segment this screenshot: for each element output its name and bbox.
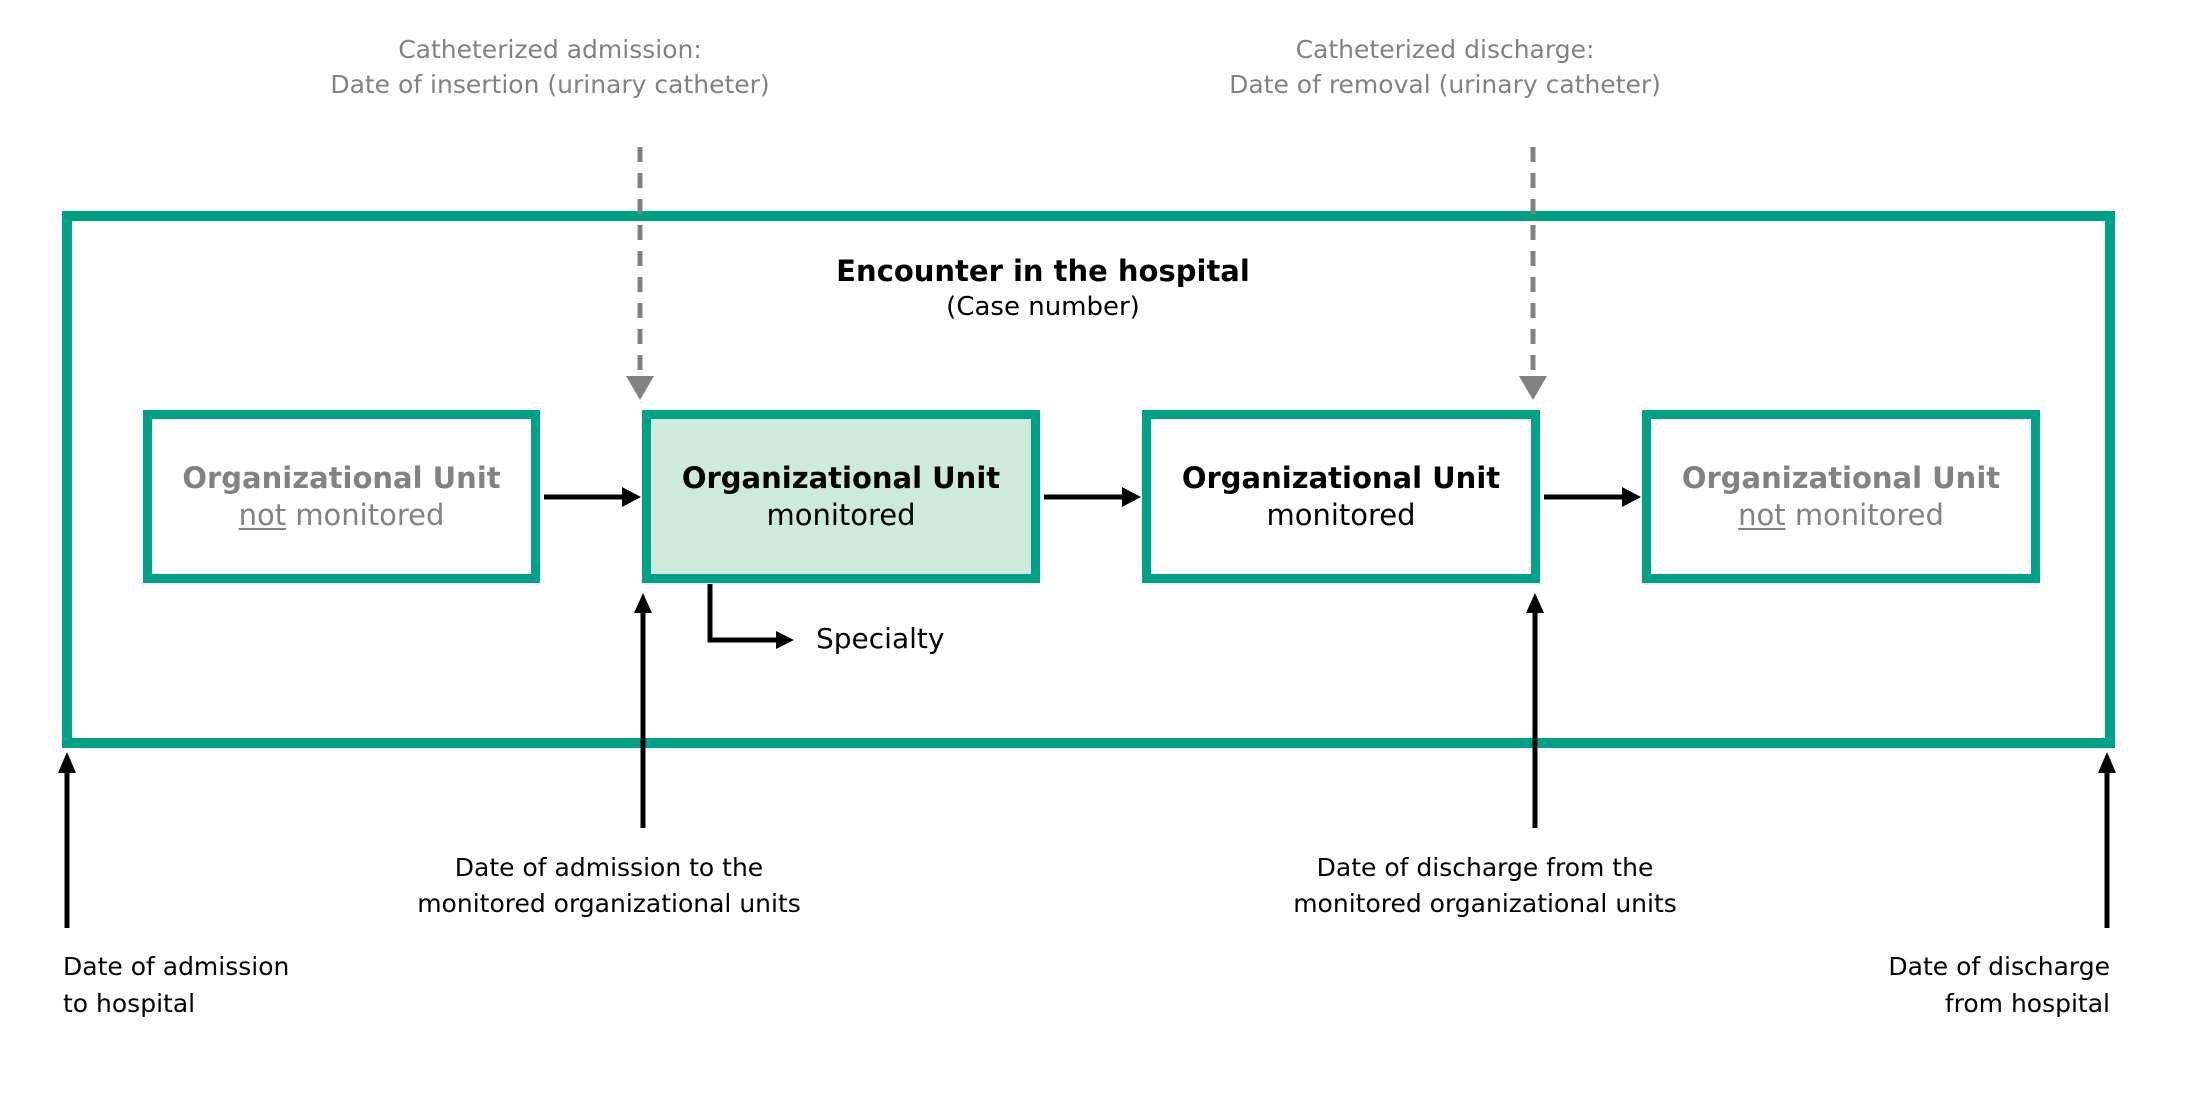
admission-hospital-arrow bbox=[58, 752, 76, 928]
discharge-monitored-line2: monitored organizational units bbox=[1293, 889, 1677, 918]
discharge-monitored-line1: Date of discharge from the bbox=[1316, 853, 1654, 882]
org-unit-title: Organizational Unit bbox=[1681, 460, 2001, 495]
org-unit-label: monitored bbox=[766, 497, 916, 532]
admission-monitored-label: Date of admission to the monitored organ… bbox=[309, 850, 909, 922]
admission-hospital-label: Date of admission to hospital bbox=[63, 948, 483, 1022]
discharge-hospital-label: Date of discharge from hospital bbox=[1690, 948, 2110, 1022]
admission-hospital-line1: Date of admission bbox=[63, 952, 290, 981]
org-unit-label: monitored bbox=[1794, 497, 1944, 532]
discharge-hospital-arrow bbox=[2098, 752, 2116, 928]
org-unit-title: Organizational Unit bbox=[1181, 460, 1501, 495]
catheterized-admission-label: Catheterized admission: Date of insertio… bbox=[250, 32, 850, 102]
discharge-hospital-line2: from hospital bbox=[1944, 989, 2110, 1018]
encounter-title-block: Encounter in the hospital (Case number) bbox=[243, 253, 1843, 324]
catheterized-admission-line1: Catheterized admission: bbox=[398, 35, 702, 64]
specialty-label: Specialty bbox=[816, 622, 945, 655]
org-unit-status: monitored bbox=[1266, 497, 1415, 534]
org-unit-label: monitored bbox=[295, 497, 445, 532]
encounter-title: Encounter in the hospital bbox=[836, 254, 1250, 288]
catheterized-discharge-line2: Date of removal (urinary catheter) bbox=[1229, 70, 1661, 99]
org-unit-status: monitored bbox=[766, 497, 915, 534]
encounter-subtitle: (Case number) bbox=[946, 292, 1140, 322]
catheterized-discharge-line1: Catheterized discharge: bbox=[1295, 35, 1595, 64]
discharge-hospital-line1: Date of discharge bbox=[1888, 952, 2110, 981]
encounter-boundary-box bbox=[62, 211, 2115, 748]
org-unit-monitored-1: Organizational Unit monitored bbox=[642, 410, 1040, 583]
admission-monitored-line1: Date of admission to the bbox=[454, 853, 764, 882]
org-unit-title: Organizational Unit bbox=[681, 460, 1001, 495]
org-unit-label: monitored bbox=[1266, 497, 1416, 532]
org-unit-title: Organizational Unit bbox=[182, 460, 501, 495]
org-unit-not-monitored-2: Organizational Unit not monitored bbox=[1642, 410, 2040, 583]
discharge-monitored-label: Date of discharge from the monitored org… bbox=[1185, 850, 1785, 922]
org-unit-status: not monitored bbox=[1738, 497, 1944, 534]
admission-monitored-line2: monitored organizational units bbox=[417, 889, 801, 918]
org-unit-modifier: not bbox=[1738, 497, 1786, 532]
catheterized-discharge-label: Catheterized discharge: Date of removal … bbox=[1145, 32, 1745, 102]
org-unit-status: not monitored bbox=[239, 497, 445, 534]
org-unit-not-monitored-1: Organizational Unit not monitored bbox=[143, 410, 540, 583]
catheterized-admission-line2: Date of insertion (urinary catheter) bbox=[330, 70, 770, 99]
admission-hospital-line2: to hospital bbox=[63, 989, 196, 1018]
org-unit-modifier: not bbox=[238, 497, 287, 532]
org-unit-monitored-2: Organizational Unit monitored bbox=[1142, 410, 1540, 583]
